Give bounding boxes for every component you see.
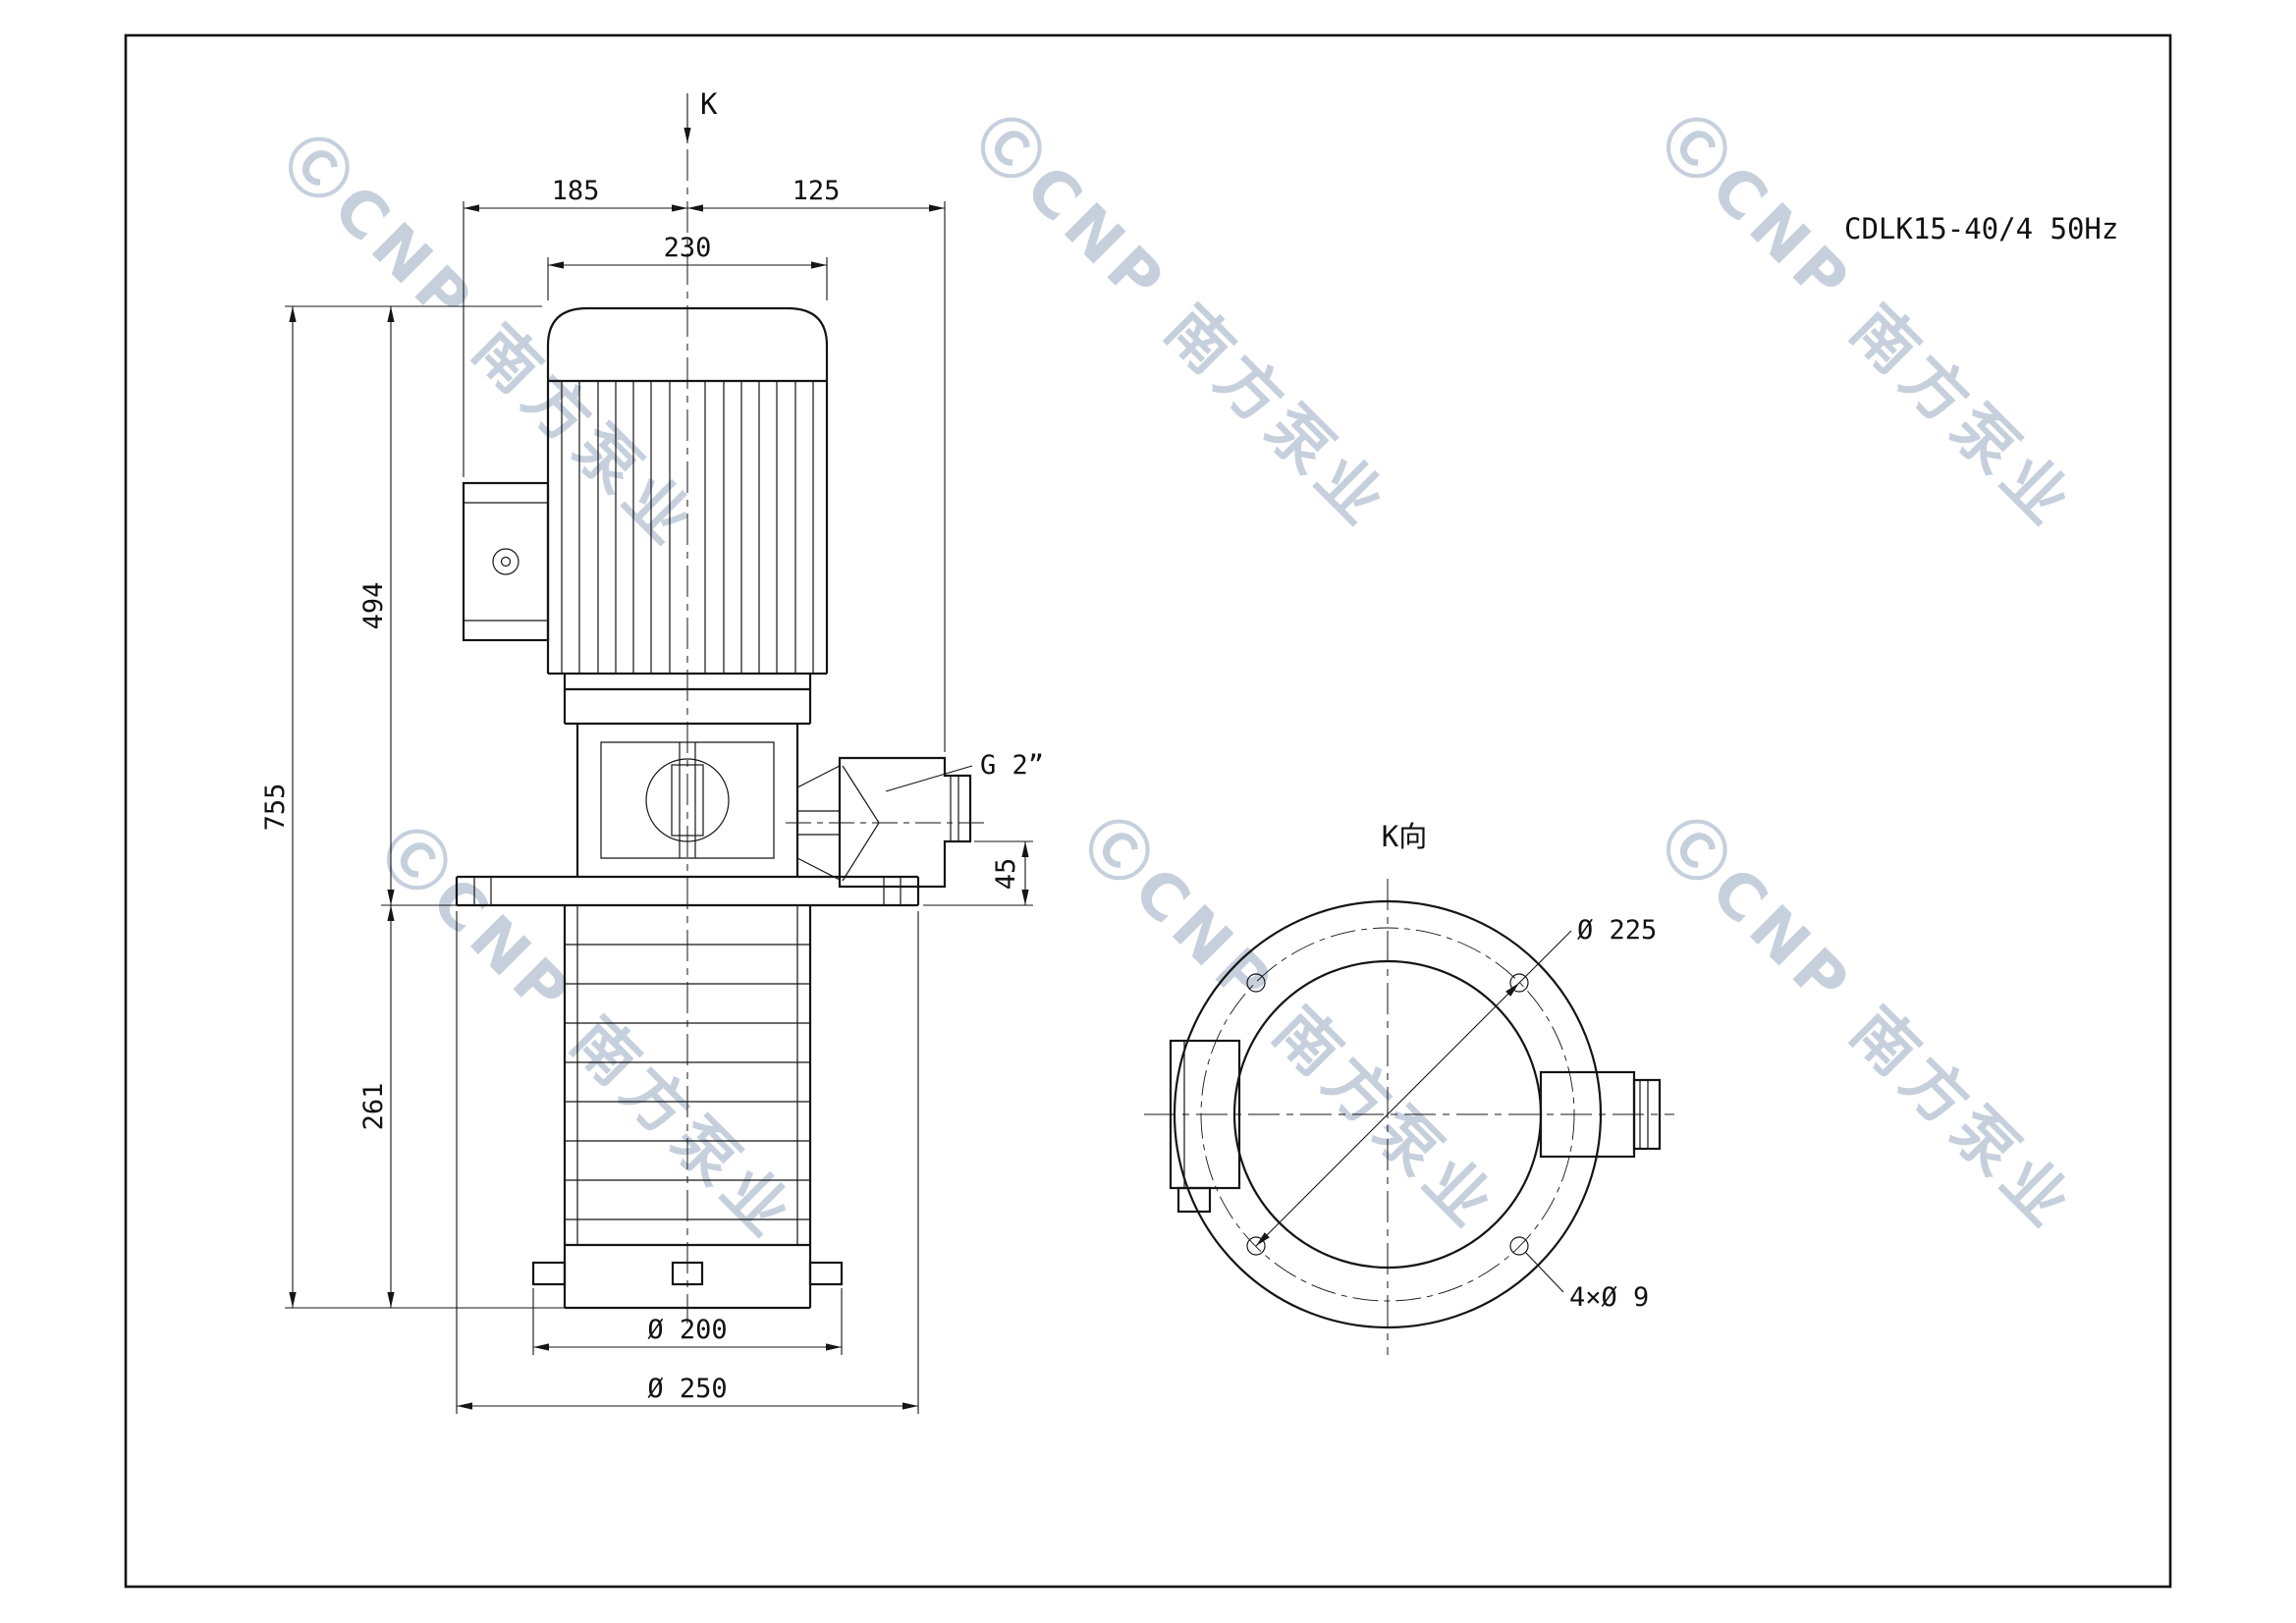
watermark-layer: ⒸCNP 南方泵业 ⒸCNP 南方泵业 ⒸCNP 南方泵业 ⒸCNP 南方泵业 … [269, 102, 2089, 1256]
top-view-label: K向 [1382, 820, 1427, 853]
strainer-tab-right [808, 1261, 844, 1286]
watermark-text: ⒸCNP 南方泵业 [269, 122, 711, 564]
holes-count-label: 4×Ø 9 [1569, 1282, 1649, 1313]
foot [671, 1261, 704, 1286]
dim-diameters-bottom: Ø 200 Ø 250 [456, 911, 919, 1414]
motor-adapter [563, 674, 812, 726]
callout-bolt-holes: 4×Ø 9 [1524, 1251, 1649, 1313]
thread-lines [950, 776, 959, 841]
watermark-text: ⒸCNP 南方泵业 [1647, 804, 2089, 1246]
dim-label-185: 185 [552, 176, 600, 206]
dim-label-125: 125 [793, 176, 841, 206]
drawing-title: CDLK15-40/4 50Hz [1844, 212, 2118, 245]
dim-label-45: 45 [991, 858, 1021, 891]
coupling [645, 758, 730, 842]
flange-outer-circle [1173, 899, 1603, 1329]
terminal-box-top-view [1169, 1039, 1241, 1214]
watermark-text: ⒸCNP 南方泵业 [1647, 102, 2089, 544]
dim-label-d250: Ø 250 [647, 1374, 727, 1404]
dim-bolt-circle-225: Ø 225 [1255, 915, 1657, 1247]
port-leader-line [885, 765, 973, 792]
discharge-port: G 2” [786, 750, 1044, 889]
cable-gland-top-view [1176, 1186, 1212, 1214]
k-direction-arrow: K [683, 87, 718, 143]
dim-label-261: 261 [358, 1083, 389, 1131]
pump-head [575, 724, 799, 877]
dim-label-494: 494 [358, 582, 389, 630]
mounting-plate [455, 875, 920, 907]
cable-gland [492, 548, 519, 575]
watermark-text: ⒸCNP 南方泵业 [961, 102, 1403, 544]
front-view: K [260, 87, 1044, 1414]
top-view-k: K向 Ø 225 4×Ø 9 [1144, 820, 1674, 1355]
dim-label-755: 755 [260, 784, 291, 832]
stage-lines [565, 944, 810, 1220]
discharge-port-top-view [1539, 1070, 1662, 1159]
bolt-circle [1200, 927, 1575, 1302]
watermark-text: ⒸCNP 南方泵业 [367, 814, 809, 1256]
dim-vertical-left: 755 494 261 [260, 305, 565, 1309]
motor-cooling-fins [561, 381, 814, 674]
dim-label-230: 230 [664, 233, 712, 263]
terminal-box [462, 481, 550, 642]
strainer-tab-left [531, 1261, 567, 1286]
dim-45: 45 [923, 840, 1033, 906]
drawing-border [124, 33, 2172, 1589]
pump-barrel [563, 905, 812, 1247]
watermark-text: ⒸCNP 南方泵业 [1069, 804, 1511, 1246]
dim-horizontal-top: 185 125 230 [463, 176, 946, 752]
suction-strainer [531, 1245, 844, 1310]
port-size-label: G 2” [980, 750, 1044, 781]
dim-label-d225: Ø 225 [1577, 915, 1657, 946]
k-arrow-label: K [700, 87, 718, 121]
bolt-holes-section [473, 877, 902, 905]
dim-label-d200: Ø 200 [647, 1315, 727, 1345]
